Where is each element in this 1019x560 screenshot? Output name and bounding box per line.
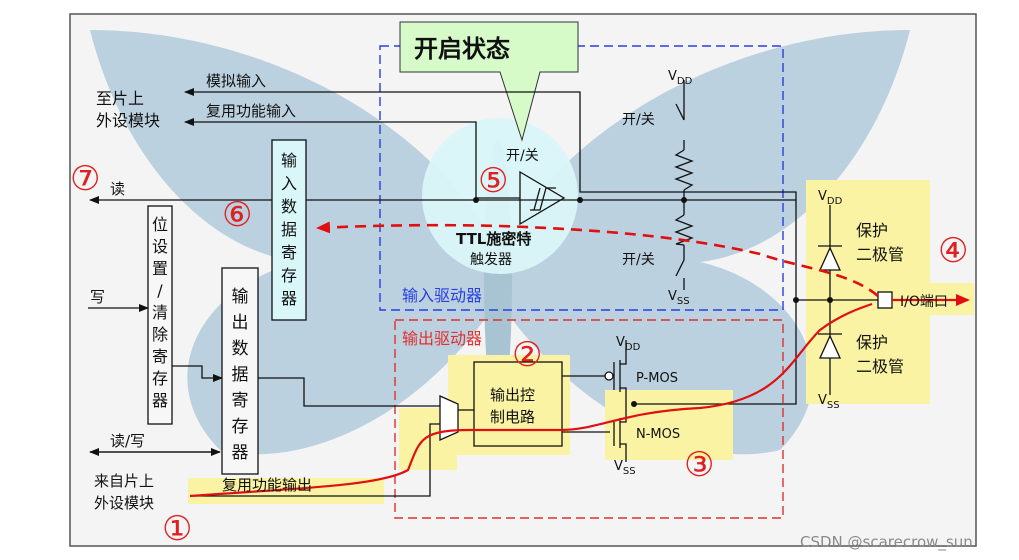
io-port-label: I/O端口	[900, 294, 948, 310]
protection-diodes	[818, 245, 842, 359]
input-driver-box	[379, 45, 784, 311]
schmitt-highlight	[422, 118, 578, 274]
read-label: 读	[110, 180, 125, 198]
register-char: 器	[152, 391, 168, 410]
pmos-label: P-MOS	[636, 371, 678, 386]
upper-diode-label-2: 二极管	[856, 245, 904, 264]
vss-diode-label: VSS	[818, 393, 840, 411]
analog-node	[577, 197, 583, 203]
svg-text:VSS: VSS	[668, 289, 690, 307]
register-char: 设	[152, 237, 168, 256]
mos-node	[631, 401, 637, 407]
lower-diode-label-1: 保护	[856, 333, 888, 352]
register-char: 清	[152, 303, 168, 322]
input-driver-label: 输入驱动器	[402, 286, 482, 305]
register-char: 置	[152, 259, 168, 278]
output-mux	[439, 394, 459, 442]
input-data-register	[271, 139, 307, 321]
register-char: 数	[232, 339, 249, 359]
to-peripheral-label-1: 至片上	[96, 89, 144, 108]
alt-func-input-label: 复用功能输入	[206, 102, 296, 120]
to-peripheral-label-2: 外设模块	[96, 111, 160, 130]
register-char: 据	[281, 220, 297, 239]
bit-set-reset-register	[147, 205, 173, 425]
resistor-node	[681, 197, 687, 203]
on-state-callout: 开启状态	[399, 21, 579, 142]
register-char: 器	[232, 443, 249, 463]
pull-resistors	[674, 103, 694, 277]
register-char: 出	[232, 313, 249, 333]
lower-switch-label: 开/关	[622, 252, 655, 268]
upper-diode-label-1: 保护	[856, 221, 888, 240]
vss-nmos-label: VSS	[614, 459, 636, 477]
analog-input-label: 模拟输入	[206, 72, 266, 90]
vdd-resistor-label: VDD	[668, 69, 693, 87]
vdd-diode-label: VDD	[818, 189, 843, 207]
from-peripheral-label-1: 来自片上	[94, 472, 154, 490]
lower-diode-label-2: 二极管	[856, 357, 904, 376]
register-char: 寄	[281, 243, 297, 262]
read-write-label: 读/写	[110, 432, 145, 450]
svg-text:VSS: VSS	[614, 459, 636, 477]
svg-text:VDD: VDD	[668, 69, 693, 87]
register-char: 除	[152, 325, 168, 344]
mos-transistors	[613, 352, 627, 448]
wires	[88, 80, 880, 497]
output-path	[189, 302, 873, 498]
io-pad	[877, 291, 893, 309]
register-char: 存	[232, 417, 249, 437]
output-driver-label: 输出驱动器	[402, 329, 482, 348]
register-char: 数	[281, 197, 297, 216]
output-driver-box	[394, 319, 784, 519]
marker-1: ①	[162, 509, 192, 549]
register-char: /	[157, 281, 163, 300]
schmitt-node	[473, 197, 479, 203]
from-peripheral-label-2: 外设模块	[94, 494, 154, 512]
svg-text:VDD: VDD	[818, 189, 843, 207]
on-state-text: 开启状态	[414, 35, 510, 63]
schmitt-on-off-label: 开/关	[506, 148, 539, 164]
marker-2: ②	[512, 335, 542, 375]
upper-switch-label: 开/关	[622, 112, 655, 128]
register-char: 器	[281, 289, 297, 308]
schmitt-trigger-symbol	[476, 170, 566, 226]
register-char: 存	[152, 369, 168, 388]
alt-func-output-label: 复用功能输出	[222, 476, 312, 494]
ttl-schmitt-label-1: TTL施密特	[456, 230, 531, 248]
register-char: 寄	[232, 391, 249, 411]
output-control-label-1: 输出控	[490, 386, 535, 404]
register-char: 据	[232, 365, 249, 385]
csdn-watermark: CSDN @scarecrow_sun	[800, 533, 973, 552]
register-char: 寄	[152, 347, 168, 366]
output-control-label-2: 制电路	[490, 408, 535, 426]
pmos-gate-bubble	[604, 371, 614, 381]
bus-node	[793, 297, 799, 303]
output-control-box	[473, 361, 563, 447]
register-char: 存	[281, 266, 297, 285]
nmos-label: N-MOS	[636, 427, 680, 442]
vdd-pmos-label: VDD	[616, 335, 641, 353]
marker-4: ④	[938, 231, 968, 271]
output-data-register	[221, 267, 259, 475]
register-char: 输	[281, 151, 297, 170]
svg-text:VSS: VSS	[818, 393, 840, 411]
marker-7: ⑦	[70, 159, 100, 199]
register-char: 入	[281, 174, 297, 193]
marker-3: ③	[684, 445, 714, 485]
write-label: 写	[90, 288, 105, 306]
marker-6: ⑥	[222, 195, 252, 235]
vss-resistor-label: VSS	[668, 289, 690, 307]
svg-text:VDD: VDD	[616, 335, 641, 353]
marker-5: ⑤	[478, 161, 508, 201]
diode-node	[827, 297, 833, 303]
register-char: 输	[232, 287, 249, 307]
ttl-schmitt-label-2: 触发器	[470, 252, 512, 268]
register-char: 位	[152, 215, 168, 234]
input-path	[316, 221, 879, 297]
